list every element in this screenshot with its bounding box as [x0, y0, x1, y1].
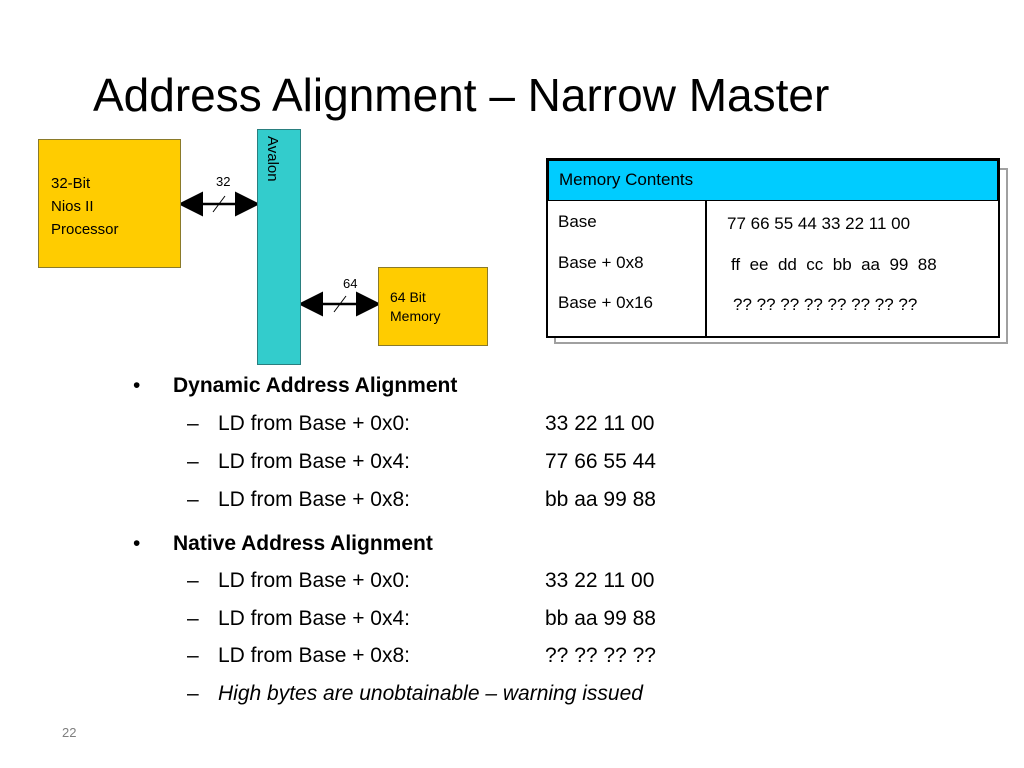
load-label: LD from Base + 0x0:: [218, 569, 411, 592]
dash-marker: –: [187, 412, 199, 435]
slide-title: Address Alignment – Narrow Master: [93, 69, 830, 121]
dash-marker: –: [187, 450, 199, 473]
page-number: 22: [62, 725, 77, 740]
memory-row-value: ff ee dd cc bb aa 99 88: [731, 255, 937, 274]
bus-64-slash: [333, 295, 347, 313]
memory-row-label: Base + 0x8: [558, 253, 644, 272]
load-value: 33 22 11 00: [545, 412, 655, 435]
processor-label: 32-Bit Nios II Processor: [51, 175, 119, 238]
dash-marker: –: [187, 644, 199, 667]
load-label: LD from Base + 0x0:: [218, 412, 411, 435]
dash-marker: –: [187, 569, 199, 592]
memory-table-header: Memory Contents: [548, 160, 998, 201]
memory-row-label: Base + 0x16: [558, 293, 653, 312]
dash-marker: –: [187, 488, 199, 511]
processor-block: 32-Bit Nios II Processor: [38, 139, 181, 268]
bullet-marker: •: [133, 374, 141, 397]
memory-table: Memory Contents Base 77 66 55 44 33 22 1…: [546, 158, 1000, 338]
memory-table-title: Memory Contents: [559, 170, 694, 189]
memory-row-value: 77 66 55 44 33 22 11 00: [727, 214, 911, 233]
avalon-label: Avalon: [264, 136, 281, 182]
load-label: LD from Base + 0x4:: [218, 450, 411, 473]
bus-32-slash: [212, 195, 226, 213]
warning-note: High bytes are unobtainable – warning is…: [218, 682, 643, 705]
load-value: 33 22 11 00: [545, 569, 655, 592]
load-label: LD from Base + 0x4:: [218, 607, 411, 630]
load-value: ?? ?? ?? ??: [545, 644, 656, 667]
load-value: bb aa 99 88: [545, 488, 656, 511]
dash-marker: –: [187, 607, 199, 630]
section-heading: Dynamic Address Alignment: [173, 374, 458, 397]
bus-64-width-label: 64: [343, 276, 358, 291]
bullet-marker: •: [133, 532, 141, 555]
memory-table-divider: [705, 201, 707, 338]
memory-block: 64 Bit Memory: [378, 267, 488, 346]
section-heading: Native Address Alignment: [173, 532, 433, 555]
load-value: bb aa 99 88: [545, 607, 656, 630]
memory-row-label: Base: [558, 212, 597, 231]
bus-32-width-label: 32: [216, 174, 231, 189]
load-value: 77 66 55 44: [545, 450, 656, 473]
avalon-bus: Avalon: [257, 129, 301, 365]
dash-marker: –: [187, 682, 199, 705]
memory-row-value: ?? ?? ?? ?? ?? ?? ?? ??: [733, 295, 918, 314]
load-label: LD from Base + 0x8:: [218, 644, 411, 667]
memory-label: 64 Bit Memory: [390, 289, 441, 324]
load-label: LD from Base + 0x8:: [218, 488, 411, 511]
